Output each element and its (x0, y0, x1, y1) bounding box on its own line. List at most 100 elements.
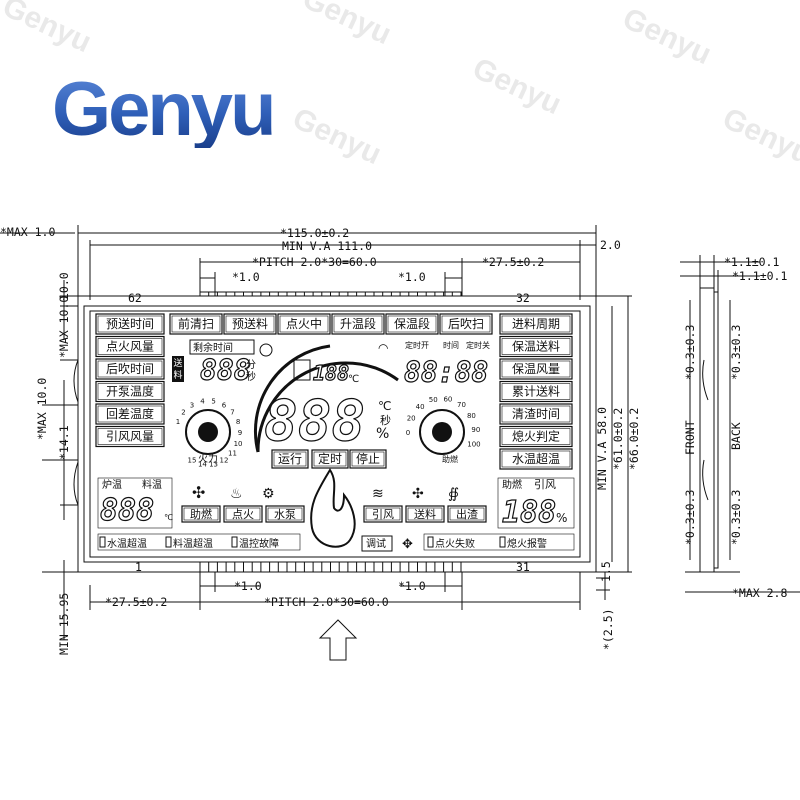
flame-icon: ♨ (230, 486, 243, 502)
dim-bottom-1-5: 1.5 (599, 561, 613, 582)
dim-max-2-8: *MAX 2.8 (732, 586, 787, 600)
top-label-3-text: 升温段 (340, 316, 376, 331)
percent-digits: 188 (502, 495, 556, 530)
big-second: 秒 (380, 413, 391, 427)
left-label-4: 回差温度 (95, 403, 165, 425)
top-label-4-text: 保温段 (394, 316, 430, 331)
wind-scale-tick: 60 (443, 396, 452, 404)
dim-pin-1-0-a: *1.0 (232, 270, 260, 284)
left-label-0-text: 预送时间 (106, 316, 154, 331)
left-label-2: 后吹时间 (95, 358, 165, 380)
big-celsius: ℃ (378, 399, 391, 413)
mid-button-row: 运行 定时停止 (271, 449, 387, 469)
dim-pin-1-0-c: *1.0 (234, 579, 262, 593)
bottom-left-button-2-text: 水泵 (274, 508, 296, 521)
dim-pitch-bottom: *PITCH 2.0*30=60.0 (264, 595, 389, 609)
ash-icon: ∯ (448, 486, 459, 502)
percent-sign: % (556, 511, 567, 525)
top-label-0-text: 前清扫 (178, 316, 214, 331)
alarm-right-1: 熄火报警 (507, 537, 547, 550)
fire-scale-tick: 14 (198, 461, 207, 469)
send-label-char: 料 (173, 369, 182, 381)
wind-icon: ≋ (372, 486, 384, 502)
fire-power-dial (185, 409, 231, 455)
right-label-2-text: 保温风量 (512, 362, 560, 376)
timer-off-label: 定时关 (466, 340, 490, 350)
right-label-5-text: 熄火判定 (512, 429, 560, 444)
big-digits: 888 (264, 389, 365, 454)
brand-logo: Genyu (52, 67, 276, 152)
wifi-icon: ◠ (378, 341, 388, 355)
bottom-right-buttons: 引风 送料出渣 (363, 505, 487, 523)
right-label-5: 熄火判定 (499, 425, 573, 448)
mid-button-1: 定时 (311, 449, 349, 469)
small-temp-digits: 188 (313, 361, 349, 385)
right-label-4: 清渣时间 (499, 403, 573, 425)
flame-icon (310, 468, 356, 548)
assist2-label: 助燃 (502, 478, 522, 491)
dim-side-1-1-b: *1.1±0.1 (732, 269, 787, 283)
pin-1: 1 (135, 560, 142, 574)
dim-overall-width: *115.0±0.2 (280, 226, 349, 240)
alarm-right-0: 点火失败 (435, 537, 475, 550)
fire-scale-tick: 12 (220, 457, 229, 465)
dim-left-max-10: *MAX 10.0 (35, 378, 49, 440)
furnace-celsius: ℃ (164, 513, 173, 522)
fire-power-label: 火力 (198, 452, 218, 465)
wind-scale-tick: 90 (471, 426, 480, 434)
left-label-2-text: 后吹时间 (106, 362, 154, 376)
mid-button-2-text: 停止 (356, 451, 380, 466)
bottom-right-button-0-text: 引风 (372, 507, 394, 521)
bottom-right-button-2: 出渣 (447, 505, 487, 523)
second-label: 秒 (246, 370, 256, 383)
timer-digits: 88:88 (404, 356, 488, 389)
bottom-left-buttons: 助燃点火水泵 (181, 505, 305, 523)
right-label-3: 累计送料 (499, 380, 573, 403)
top-label-3: 升温段 (331, 313, 385, 335)
right-label-3-text: 累计送料 (512, 384, 560, 399)
top-label-2: 点火中 (277, 313, 331, 335)
bottom-left-button-2: 水泵 (265, 505, 305, 523)
right-label-1: 保温送料 (499, 335, 573, 358)
minute-label: 分 (246, 359, 256, 371)
left-label-3: 开泵温度 (95, 380, 165, 403)
bottom-right-button-0: 引风 (363, 505, 403, 523)
fire-scale-tick: 9 (238, 429, 242, 437)
fire-scale-tick: 2 (181, 408, 185, 416)
alarm-left-0: 水温超温 (107, 537, 147, 550)
settings-icon: ✥ (402, 537, 413, 552)
right-label-6-text: 水温超温 (512, 451, 560, 466)
dim-max-10-left: *MAX 10.0 (57, 296, 71, 358)
top-label-4: 保温段 (385, 313, 439, 335)
test-label: 调试 (366, 537, 386, 550)
fire-scale-tick: 10 (234, 440, 243, 448)
left-label-1-text: 点火风量 (106, 340, 154, 354)
feed-temp-label: 料温 (142, 478, 162, 491)
small-celsius: ℃ (348, 374, 359, 385)
alarm-left-2: 温控故障 (239, 537, 279, 550)
furnace-temp-label: 炉温 (102, 479, 122, 491)
induced-label: 引风 (534, 477, 556, 491)
left-label-1: 点火风量 (95, 335, 165, 358)
alarm-right-row: 点火失败 熄火报警 (427, 536, 547, 550)
mid-button-0: 运行 (271, 449, 309, 469)
bottom-right-button-1: 送料 (405, 505, 445, 523)
right-label-4-text: 清渣时间 (512, 407, 560, 421)
fire-scale-tick: 5 (211, 397, 215, 405)
pump-icon: ⚙ (262, 486, 275, 502)
fire-scale-tick: 7 (230, 408, 234, 416)
mid-button-1-text: 定时 (318, 451, 342, 466)
gear-icon (259, 343, 273, 357)
pin-62: 62 (128, 291, 142, 305)
fire-scale-tick: 4 (200, 397, 205, 405)
bottom-right-button-1-text: 送料 (414, 507, 436, 521)
dim-left-10-0: 10.0 (57, 272, 71, 300)
right-label-1-text: 保温送料 (512, 339, 560, 354)
send-label-char: 送 (173, 357, 182, 369)
right-label-0-text: 进料周期 (512, 317, 560, 331)
mid-button-0-text: 运行 (278, 452, 302, 466)
right-label-0: 进料周期 (499, 313, 573, 335)
fire-scale-tick: 6 (222, 401, 227, 409)
dim-side-0-3-d: *0.3±0.3 (729, 490, 743, 545)
